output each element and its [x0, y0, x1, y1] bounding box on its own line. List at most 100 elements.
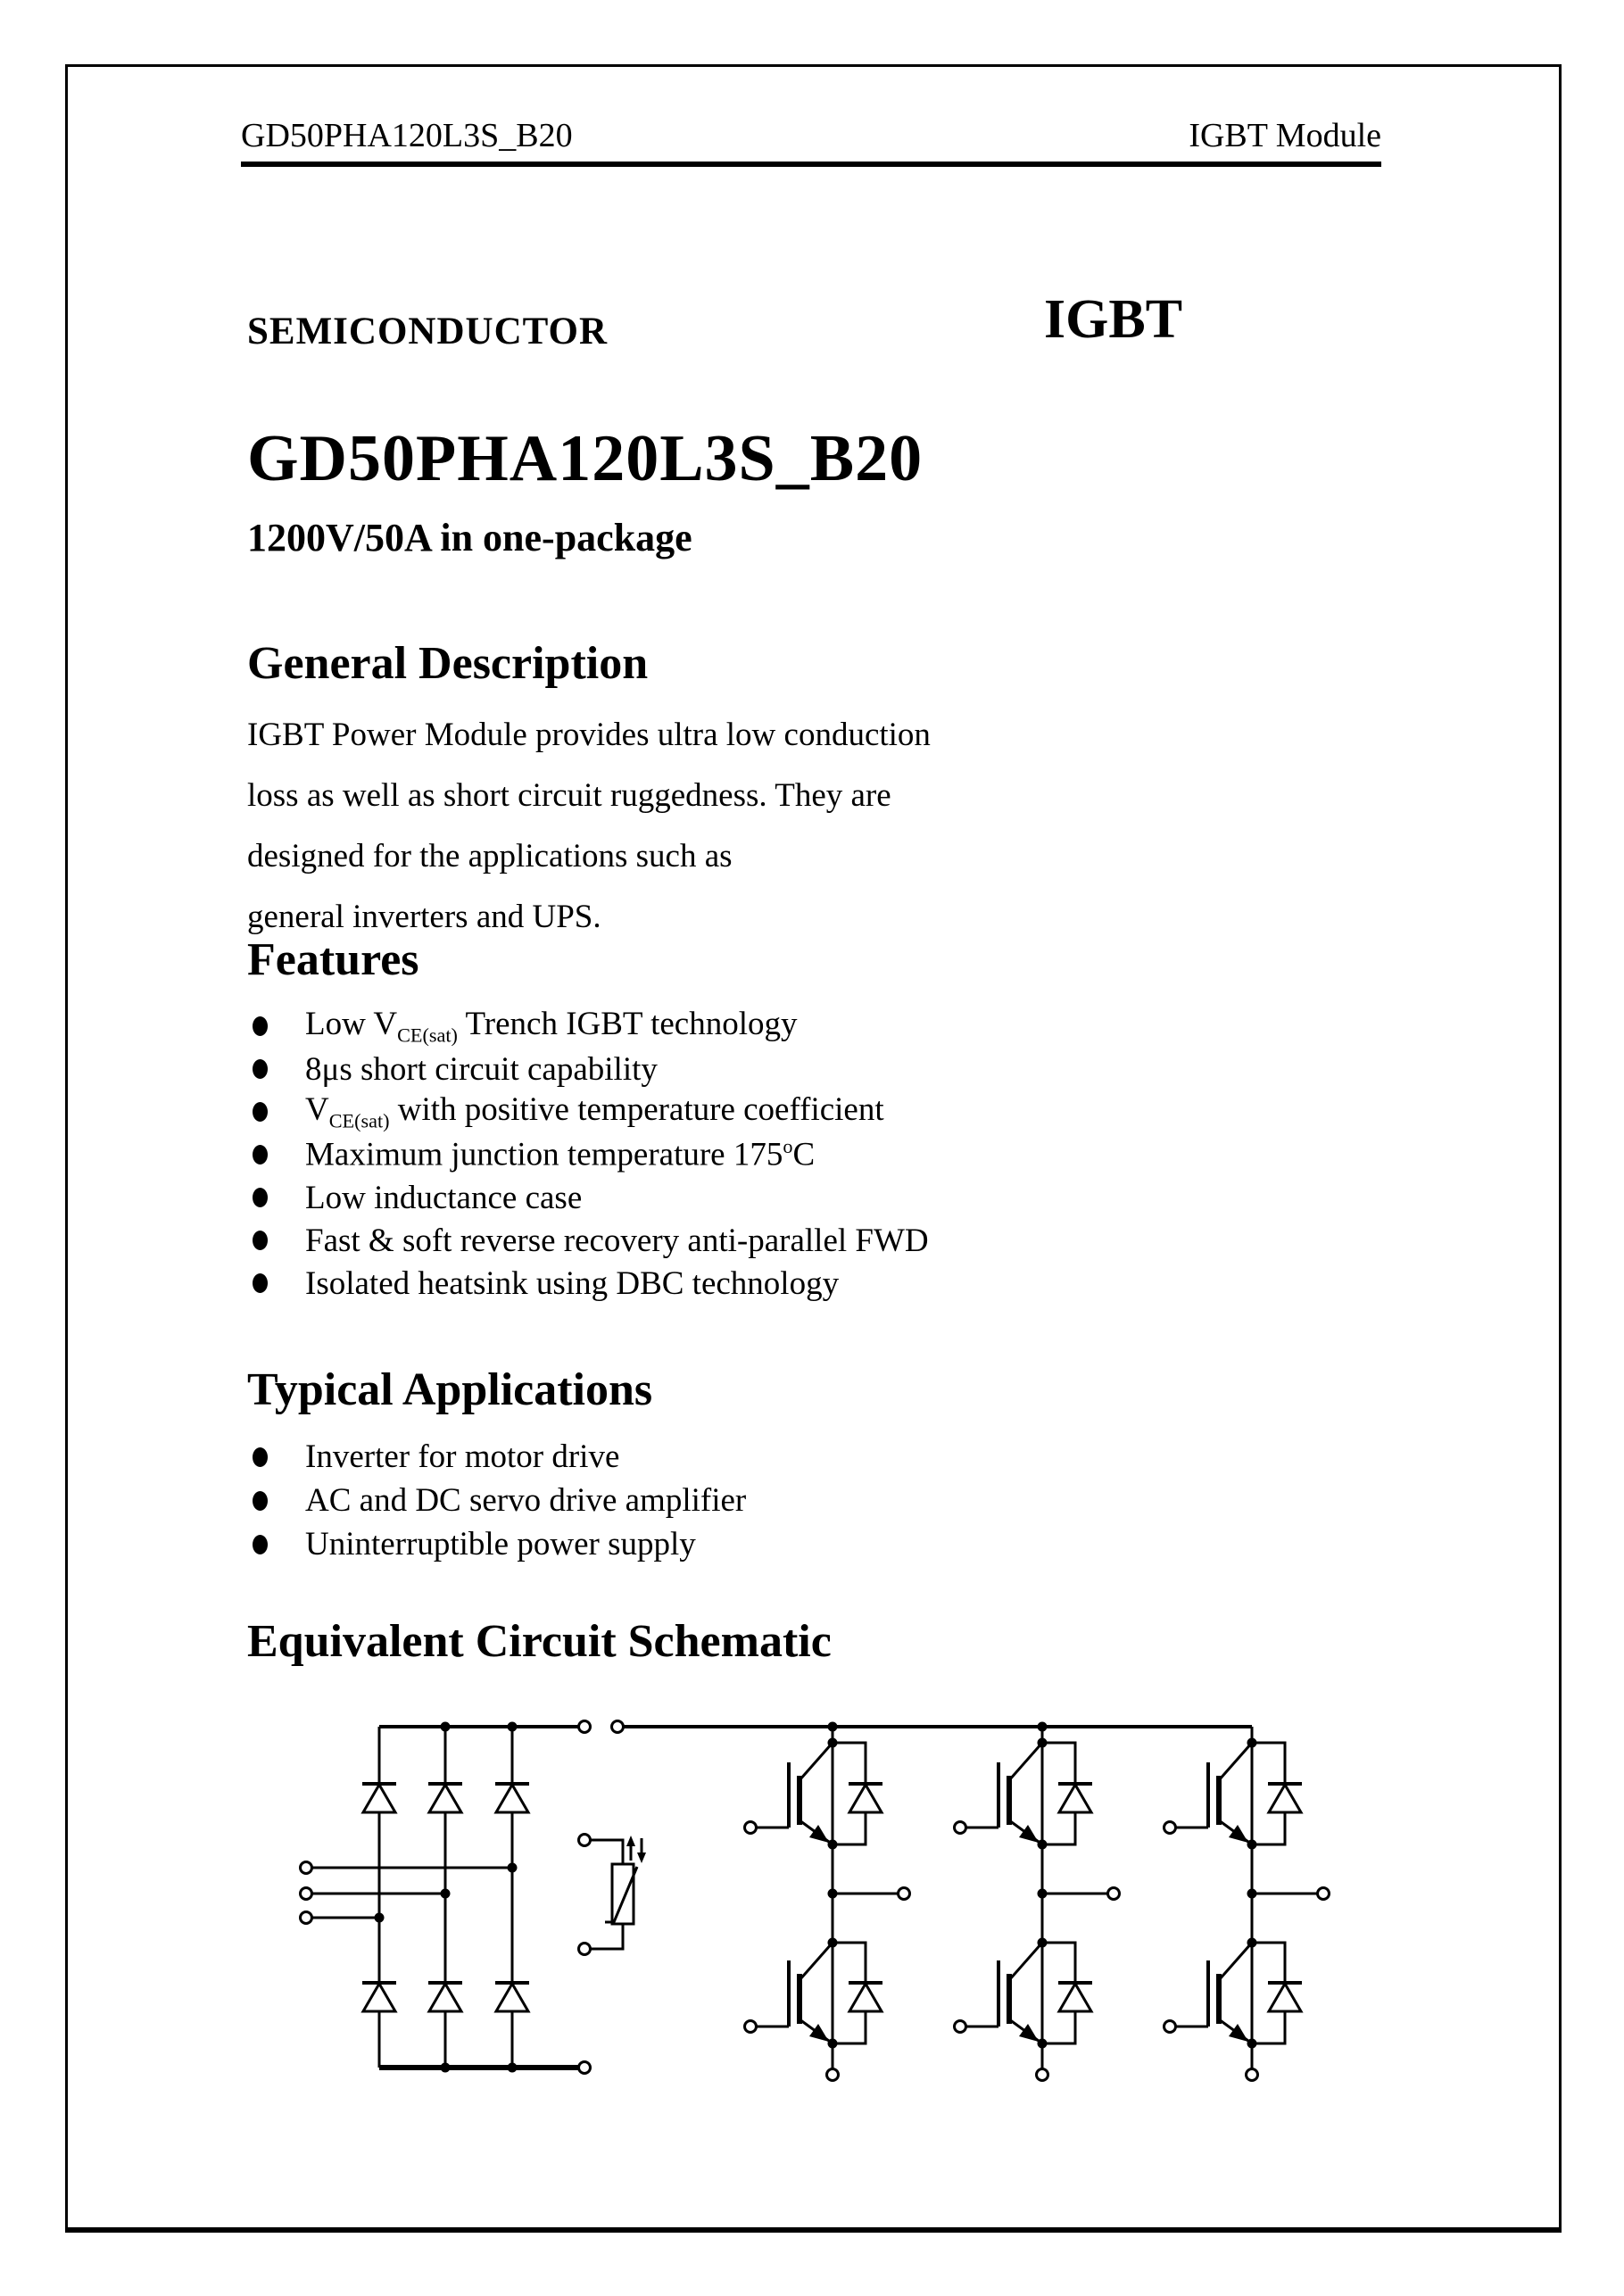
- bullet-icon: [253, 1446, 268, 1467]
- igbt-collector-lead: [798, 1742, 834, 1781]
- anti-parallel-diode-icon: [1266, 1782, 1304, 1814]
- application-item: AC and DC servo drive amplifier: [253, 1479, 746, 1522]
- application-item: Uninterruptible power supply: [253, 1522, 746, 1566]
- gate-terminal-pin: [743, 2019, 758, 2034]
- feature-text: Low V: [305, 1006, 398, 1043]
- bullet-icon: [253, 1534, 268, 1554]
- bullet-icon: [253, 1016, 268, 1036]
- feature-item: Low inductance case: [253, 1176, 929, 1219]
- igbt-collector-lead: [1217, 1742, 1254, 1781]
- terminal-pin: [577, 1720, 592, 1734]
- terminal-pin: [577, 2060, 592, 2075]
- header-doc-type: IGBT Module: [1189, 117, 1381, 154]
- output-terminal-pin: [1106, 1886, 1121, 1901]
- inverter-leg-2: [953, 1727, 1121, 2082]
- feature-text: Fast & soft reverse recovery anti-parall…: [305, 1222, 929, 1259]
- ntc-thermistor: [577, 1833, 646, 1956]
- diode-icon: [493, 1981, 531, 2013]
- general-description-heading: General Description: [247, 638, 649, 689]
- high-side-igbt: [953, 1737, 1094, 1850]
- applications-list: Inverter for motor drive AC and DC servo…: [253, 1435, 746, 1566]
- output-terminal-pin: [1316, 1886, 1330, 1901]
- anti-parallel-diode-icon: [1056, 1782, 1094, 1814]
- igbt-emitter-arrow-icon: [1019, 1825, 1039, 1843]
- diode-icon: [493, 1782, 531, 1814]
- igbt-collector-lead: [1217, 1942, 1254, 1981]
- general-description-text: IGBT Power Module provides ultra low con…: [247, 705, 931, 948]
- bullet-icon: [253, 1145, 268, 1165]
- feature-text-sup: o: [783, 1135, 793, 1158]
- terminal-pin: [299, 1861, 313, 1875]
- igbt-emitter-arrow-icon: [809, 1825, 829, 1843]
- part-number-title: GD50PHA120L3S_B20: [247, 422, 924, 495]
- igbt-collector-lead: [1007, 1942, 1044, 1981]
- equivalent-circuit-schematic: [299, 1720, 1330, 2082]
- features-list: Low VCE(sat) Trench IGBT technology 8μs …: [253, 1005, 929, 1305]
- part-rating-subtitle: 1200V/50A in one-package: [247, 516, 692, 559]
- description-line: designed for the applications such as: [247, 838, 733, 874]
- gate-terminal-pin: [953, 1820, 967, 1835]
- diode-icon: [360, 1981, 398, 2013]
- rectifier-column-1: [360, 1727, 398, 2068]
- bullet-icon: [253, 1490, 268, 1511]
- bullet-icon: [253, 1273, 268, 1293]
- emitter-node: [827, 1839, 838, 1850]
- igbt-emitter-arrow-icon: [809, 2024, 829, 2042]
- application-item: Inverter for motor drive: [253, 1435, 746, 1479]
- terminal-pin: [299, 1886, 313, 1901]
- description-line: general inverters and UPS.: [247, 899, 601, 935]
- feature-text-sub: CE(sat): [397, 1024, 458, 1047]
- emitter-node: [1037, 2038, 1048, 2049]
- igbt-collector-lead: [1007, 1742, 1044, 1781]
- bullet-icon: [253, 1102, 268, 1122]
- feature-item: 8μs short circuit capability: [253, 1048, 929, 1090]
- feature-item: Fast & soft reverse recovery anti-parall…: [253, 1219, 929, 1262]
- diode-icon: [360, 1782, 398, 1814]
- ac-input-terminals: [299, 1861, 518, 1925]
- brand-semiconductor-label: SEMICONDUCTOR: [247, 311, 609, 352]
- diode-icon: [427, 1981, 464, 2013]
- feature-text: Low inductance case: [305, 1179, 583, 1216]
- emitter-node: [1247, 2038, 1257, 2049]
- feature-text: with positive temperature coefficient: [389, 1091, 884, 1129]
- header-rule: [241, 162, 1381, 167]
- feature-text: 8μs short circuit capability: [305, 1050, 658, 1088]
- product-family-label: IGBT: [1044, 289, 1183, 350]
- terminal-pin: [610, 1720, 625, 1734]
- application-text: Inverter for motor drive: [305, 1438, 620, 1475]
- feature-item: Maximum junction temperature 175oC: [253, 1133, 929, 1176]
- anti-parallel-diode-icon: [847, 1981, 884, 2013]
- igbt-collector-lead: [798, 1942, 834, 1981]
- output-terminal-pin: [897, 1886, 911, 1901]
- feature-text-sub: CE(sat): [328, 1109, 390, 1132]
- three-phase-rectifier-bridge: [360, 1727, 531, 2068]
- bullet-icon: [253, 1059, 268, 1079]
- thermistor-body-icon: [610, 1862, 635, 1926]
- diode-icon: [427, 1782, 464, 1814]
- bullet-icon: [253, 1231, 268, 1250]
- anti-parallel-diode-icon: [1266, 1981, 1304, 2013]
- description-line: IGBT Power Module provides ultra low con…: [247, 717, 931, 753]
- anti-parallel-diode-icon: [1056, 1981, 1094, 2013]
- rectifier-column-3: [493, 1727, 531, 2068]
- rectifier-dc-plus-bus: [379, 1720, 592, 1734]
- page-header: GD50PHA120L3S_B20 IGBT Module: [241, 116, 1381, 155]
- igbt-emitter-arrow-icon: [1019, 2024, 1039, 2042]
- bullet-icon: [253, 1188, 268, 1207]
- three-phase-inverter: [743, 1727, 1330, 2082]
- emitter-terminal-pin: [825, 2068, 840, 2082]
- anti-parallel-diode-icon: [847, 1782, 884, 1814]
- inverter-leg-1: [743, 1727, 911, 2082]
- feature-text: V: [305, 1091, 329, 1129]
- feature-text: Trench IGBT technology: [457, 1006, 798, 1043]
- feature-item: Low VCE(sat) Trench IGBT technology: [253, 1005, 929, 1048]
- terminal-pin: [299, 1911, 313, 1925]
- equivalent-circuit-heading: Equivalent Circuit Schematic: [247, 1616, 832, 1667]
- rectifier-column-2: [427, 1727, 464, 2068]
- low-side-igbt: [953, 1937, 1094, 2049]
- low-side-igbt: [1163, 1937, 1304, 2049]
- gate-terminal-pin: [953, 2019, 967, 2034]
- emitter-node: [1247, 1839, 1257, 1850]
- igbt-emitter-arrow-icon: [1229, 2024, 1248, 2042]
